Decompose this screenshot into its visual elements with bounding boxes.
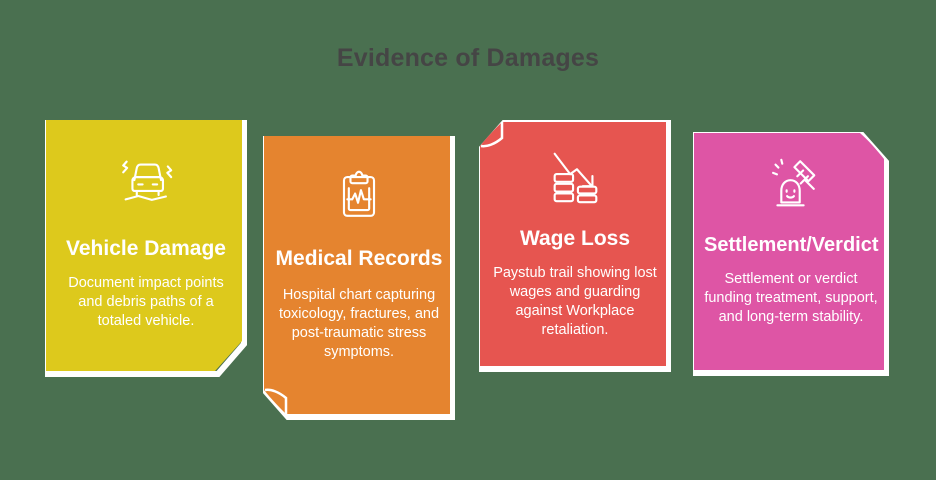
declining-wages-icon [553,152,598,204]
card-vehicle-damage-shape [45,120,247,377]
card-vehicle-damage[interactable]: Vehicle Damage Document impact points an… [44,120,248,378]
card-settlement-verdict-heading: Settlement/Verdict [704,234,879,256]
card-settlement-verdict-shape [693,132,889,376]
card-settlement-verdict-content: Settlement/Verdict Settlement or verdict… [692,132,890,376]
card-vehicle-damage-content: Vehicle Damage Document impact points an… [44,120,248,378]
card-medical-records[interactable]: Medical Records Hospital chart capturing… [262,136,456,420]
card-vehicle-damage-heading: Vehicle Damage [66,237,226,260]
card-medical-records-content: Medical Records Hospital chart capturing… [262,136,456,420]
card-wage-loss[interactable]: Wage Loss Paystub trail showing lost wag… [478,120,672,372]
card-wage-loss-body: Paystub trail showing lost wages and gua… [493,265,657,338]
card-medical-records-heading: Medical Records [275,247,443,270]
card-settlement-verdict-body: Settlement or verdict funding treatment,… [704,271,878,325]
card-medical-records-shape [263,136,455,420]
card-vehicle-damage-body: Document impact points and debris paths … [68,275,224,329]
card-wage-loss-heading: Wage Loss [519,227,631,250]
card-wage-loss-content: Wage Loss Paystub trail showing lost wag… [478,120,672,372]
card-group: Vehicle Damage Document impact points an… [0,112,936,442]
card-settlement-verdict[interactable]: Settlement/Verdict Settlement or verdict… [692,132,890,376]
page-title: Evidence of Damages [336,44,600,72]
gavel-icon [772,158,816,207]
clipboard-chart-icon [342,170,376,217]
car-crash-icon [122,160,173,201]
card-medical-records-body: Hospital chart capturing toxicology, fra… [278,287,440,360]
card-wage-loss-shape [479,120,671,372]
